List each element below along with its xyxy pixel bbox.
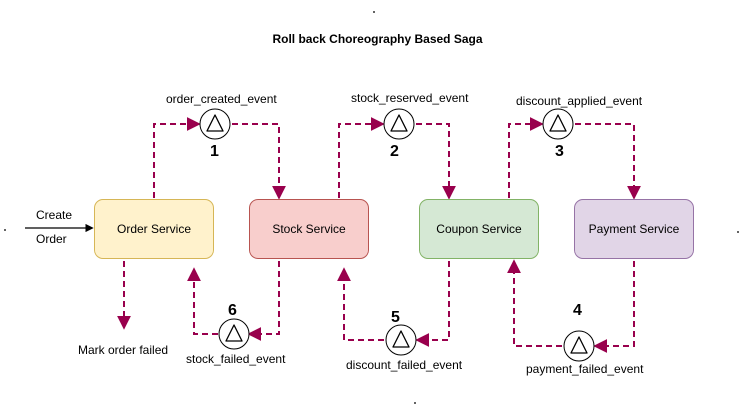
event6-label: stock_failed_event (186, 352, 286, 366)
event2-label: stock_reserved_event (351, 91, 469, 105)
event6-node (218, 318, 250, 350)
canvas-dot (4, 229, 6, 231)
order-service-label: Order Service (116, 222, 192, 236)
event-triangle-icon (390, 114, 408, 132)
event5-node (385, 324, 417, 356)
event2-number: 2 (390, 143, 399, 160)
event-triangle-icon (570, 336, 588, 354)
payment-service-box: Payment Service (574, 199, 694, 259)
canvas-dot (737, 231, 739, 233)
event3-number: 3 (555, 143, 564, 160)
event4-number: 4 (573, 302, 582, 319)
event3-node (542, 108, 574, 140)
flow-coupon-to-event5 (415, 261, 450, 347)
event-triangle-icon (392, 330, 410, 348)
create-label: Create (36, 208, 73, 222)
event-triangle-icon (206, 114, 224, 132)
flow-coupon-to-event3 (508, 117, 544, 198)
mark-order-failed-label: Mark order failed (78, 343, 169, 357)
canvas-dot (373, 11, 375, 13)
event1-number: 1 (210, 143, 219, 160)
event5-number: 5 (391, 309, 400, 326)
order-label: Order (36, 232, 67, 246)
coupon-service-box: Coupon Service (419, 199, 539, 259)
event1-label: order_created_event (166, 92, 277, 106)
event-triangle-icon (549, 114, 567, 132)
stock-service-label: Stock Service (272, 222, 346, 236)
flow-payment-to-event4 (593, 261, 635, 353)
canvas-dot (414, 402, 416, 404)
flow-event3-to-payment (575, 123, 641, 200)
flow-event1-to-stock (232, 123, 286, 200)
flow-event2-to-coupon (416, 123, 456, 200)
diagram-title: Roll back Choreography Based Saga (272, 32, 483, 46)
payment-service-label: Payment Service (588, 222, 680, 236)
flow-event6-to-order (187, 267, 218, 335)
flow-event4-to-coupon (507, 259, 562, 347)
event-triangle-icon (225, 324, 243, 342)
event4-node (563, 330, 595, 362)
flow-stock-to-event6 (247, 261, 280, 341)
flow-order-to-event1 (153, 117, 201, 198)
flow-stock-to-event2 (338, 117, 385, 198)
flow-event5-to-stock (337, 267, 384, 341)
event5-label: discount_failed_event (346, 358, 463, 372)
event4-label: payment_failed_event (526, 362, 644, 376)
event6-number: 6 (228, 302, 237, 319)
event2-node (383, 108, 415, 140)
event1-node (199, 108, 231, 140)
order-service-box: Order Service (94, 199, 214, 259)
event3-label: discount_applied_event (516, 94, 643, 108)
coupon-service-label: Coupon Service (436, 222, 522, 236)
stock-service-box: Stock Service (249, 199, 369, 259)
